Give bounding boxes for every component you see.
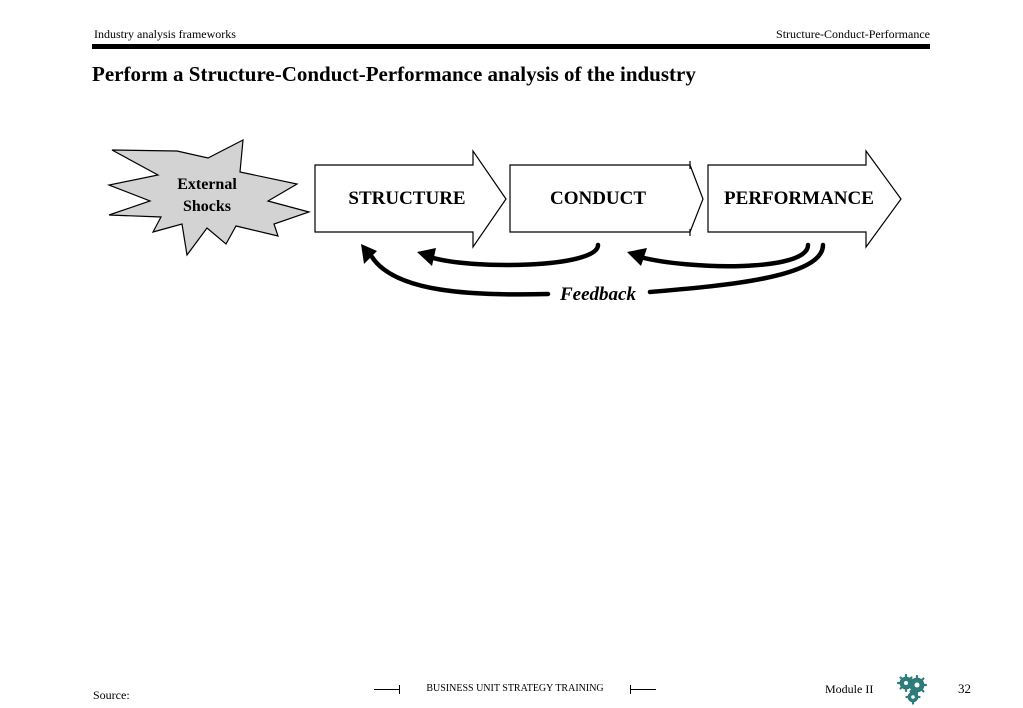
arrowhead xyxy=(417,248,436,266)
header-rule xyxy=(92,44,930,49)
header-topic-label: Structure-Conduct-Performance xyxy=(776,27,930,41)
structure-label: STRUCTURE xyxy=(348,188,466,209)
arrowhead xyxy=(361,244,377,264)
header-section-label: Industry analysis frameworks xyxy=(94,27,236,41)
feedback-arrow-performance-to-conduct xyxy=(637,242,811,269)
footer-tick-left xyxy=(399,685,400,694)
structure-arrow-box xyxy=(314,149,507,249)
external-shocks-line2: Shocks xyxy=(182,198,232,215)
feedback-label: Feedback xyxy=(560,284,636,305)
arrowhead xyxy=(627,248,647,266)
footer-training-banner: BUSINESS UNIT STRATEGY TRAINING xyxy=(374,682,656,698)
page-title: Perform a Structure-Conduct-Performance … xyxy=(92,62,696,86)
gears-icon xyxy=(896,673,928,705)
conduct-arrow-box xyxy=(509,164,704,233)
feedback-arrow-conduct-to-structure xyxy=(427,242,601,268)
conduct-label: CONDUCT xyxy=(549,188,647,209)
footer-training-label: BUSINESS UNIT STRATEGY TRAINING xyxy=(426,683,604,694)
performance-arrow-box xyxy=(707,149,902,249)
footer-module: Module II xyxy=(825,682,874,696)
footer-rule-right xyxy=(630,689,656,690)
feedback-arrow-performance-to-conduct-outer xyxy=(647,242,826,295)
external-shocks-burst xyxy=(106,138,312,257)
performance-label: PERFORMANCE xyxy=(724,188,874,209)
feedback-arrow-to-structure-outer xyxy=(369,254,551,297)
footer-source: Source: xyxy=(93,688,130,702)
external-shocks-line1: External xyxy=(177,176,237,193)
external-shocks-label: External Shocks xyxy=(157,174,257,218)
footer-rule-left xyxy=(374,689,400,690)
page-number: 32 xyxy=(958,681,971,696)
